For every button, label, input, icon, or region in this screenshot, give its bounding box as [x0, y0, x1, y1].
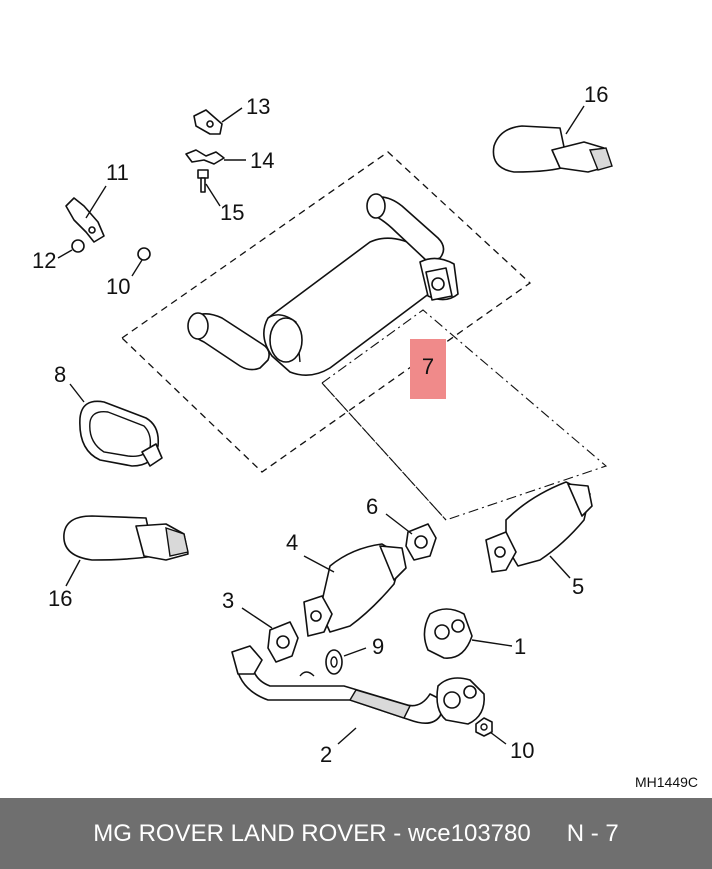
- washer-9[interactable]: [325, 649, 343, 675]
- catalytic-converter-4[interactable]: [303, 543, 407, 637]
- silencer-group-outline: [120, 151, 532, 473]
- callout-2[interactable]: 2: [320, 742, 332, 767]
- callout-1[interactable]: 1: [514, 634, 526, 659]
- clamp-14[interactable]: [185, 149, 225, 165]
- bolt-15[interactable]: [197, 169, 209, 193]
- drawing-code: MH1449C: [635, 774, 698, 790]
- callout-7[interactable]: 7: [422, 354, 434, 379]
- footer-ref: N - 7: [566, 819, 619, 847]
- callout-10a[interactable]: 10: [106, 274, 130, 299]
- nut-12[interactable]: [71, 239, 85, 253]
- footer-bar: MG ROVER LAND ROVER - wce103780 N - 7: [0, 798, 712, 869]
- exhaust-parts-diagram: 7 13 14 15 11 12 10 16: [32, 82, 698, 790]
- callout-13[interactable]: 13: [246, 94, 270, 119]
- rear-silencer[interactable]: [187, 193, 459, 376]
- callout-11[interactable]: 11: [106, 160, 129, 185]
- catalytic-converter-5[interactable]: [485, 481, 593, 573]
- callout-6[interactable]: 6: [366, 494, 378, 519]
- callout-16-top[interactable]: 16: [584, 82, 608, 107]
- callout-15[interactable]: 15: [220, 200, 244, 225]
- trim-ring-8[interactable]: [79, 400, 163, 467]
- callout-12[interactable]: 12: [32, 248, 56, 273]
- callout-3[interactable]: 3: [222, 588, 234, 613]
- footer-title: MG ROVER LAND ROVER - wce103780: [93, 819, 531, 847]
- hanger-bracket-11[interactable]: [65, 197, 105, 243]
- highlight-box: [410, 339, 446, 399]
- nut-10-bottom[interactable]: [475, 717, 493, 737]
- tailpipe-trim-16-left[interactable]: [63, 515, 189, 561]
- callout-14[interactable]: 14: [250, 148, 274, 173]
- front-pipe-2[interactable]: [231, 645, 485, 725]
- tailpipe-trim-16-top[interactable]: [492, 125, 613, 173]
- callout-5[interactable]: 5: [572, 574, 584, 599]
- gasket-6[interactable]: [405, 523, 437, 561]
- callout-10-bottom[interactable]: 10: [510, 738, 534, 763]
- callout-8[interactable]: 8: [54, 362, 66, 387]
- callout-4[interactable]: 4: [286, 530, 298, 555]
- bracket-13[interactable]: [193, 109, 223, 135]
- nut-10-top[interactable]: [137, 247, 151, 261]
- callout-9[interactable]: 9: [372, 634, 384, 659]
- callout-16-left[interactable]: 16: [48, 586, 72, 611]
- gasket-1[interactable]: [423, 608, 473, 659]
- gasket-3[interactable]: [267, 621, 299, 663]
